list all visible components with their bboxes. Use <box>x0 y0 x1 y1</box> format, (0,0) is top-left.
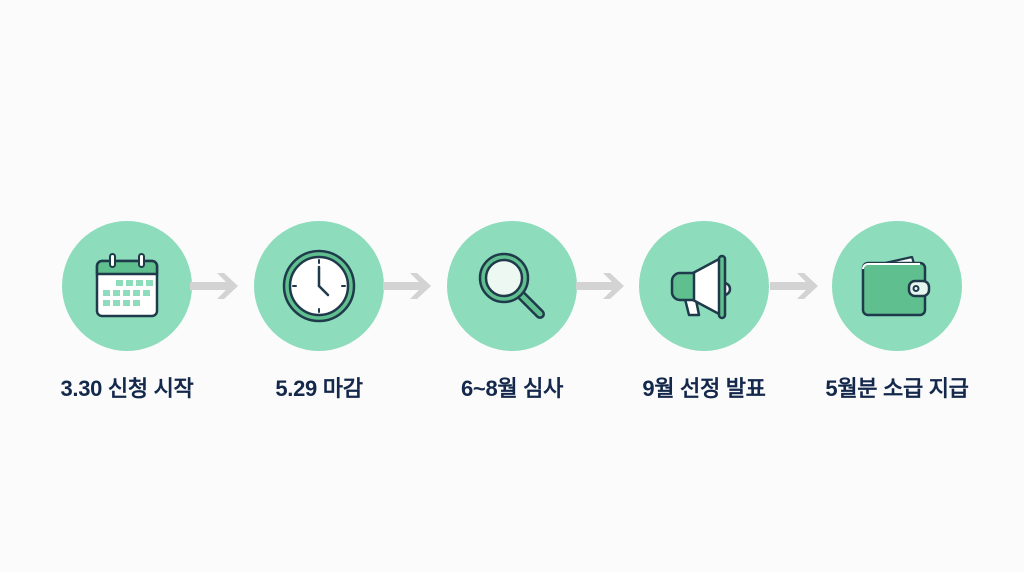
step-circle <box>447 221 577 351</box>
calendar-icon <box>95 253 159 318</box>
step-label: 5월분 소급 지급 <box>825 376 969 401</box>
step-label: 6~8월 심사 <box>460 376 564 401</box>
step-announcement: 9월 선정 발표 <box>604 221 804 403</box>
step-circle <box>832 221 962 351</box>
arrow-right-icon <box>190 273 238 299</box>
arrow-right-icon <box>576 273 624 299</box>
wallet-icon <box>861 255 931 317</box>
step-circle <box>254 221 384 351</box>
step-payment: 5월분 소급 지급 <box>797 221 997 403</box>
step-deadline: 5.29 마감 <box>219 221 419 403</box>
clock-icon <box>282 249 356 323</box>
step-circle <box>62 221 192 351</box>
arrow-right-icon <box>383 273 431 299</box>
step-label: 3.30 신청 시작 <box>60 376 194 401</box>
step-label: 9월 선정 발표 <box>642 376 766 401</box>
step-application-start: 3.30 신청 시작 <box>27 221 227 403</box>
step-label: 5.29 마감 <box>275 376 363 401</box>
step-circle <box>639 221 769 351</box>
magnifier-icon <box>478 252 545 319</box>
arrow-right-icon <box>770 273 818 299</box>
megaphone-icon <box>670 254 732 320</box>
step-review: 6~8월 심사 <box>412 221 612 403</box>
